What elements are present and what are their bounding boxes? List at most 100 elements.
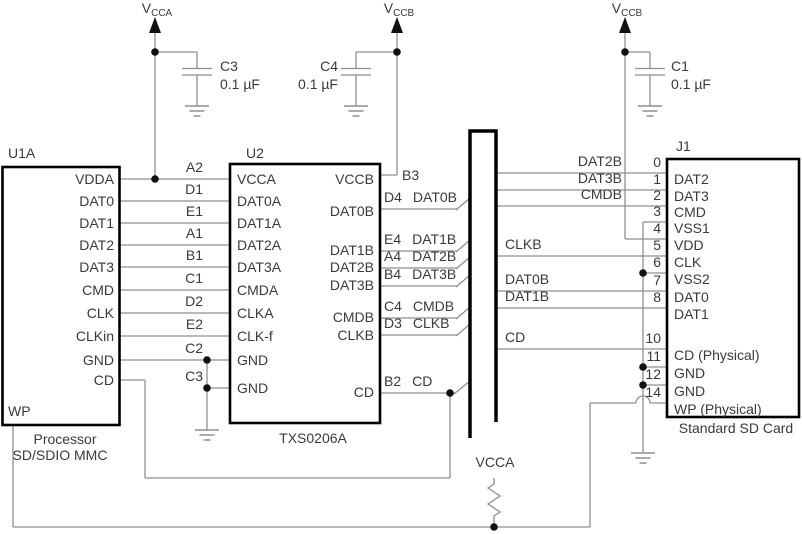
net-label: CLKB	[412, 315, 450, 331]
u2-left-pin-label-GND: GND	[237, 380, 269, 396]
j1-ref: J1	[676, 138, 691, 154]
left-pin-designator-B1: B1	[185, 247, 203, 263]
vccb-mid-arrow	[391, 17, 403, 33]
left-pin-designator-E2: E2	[185, 316, 203, 332]
supply-arrows	[149, 17, 631, 33]
j1-pin-number-6: 6	[653, 254, 661, 270]
sd-connector-bar	[468, 129, 498, 438]
j1-pin-number-4: 4	[653, 220, 661, 236]
u1a-pin-label-DAT3: DAT3	[79, 259, 114, 275]
c3-value: 0.1 µF	[220, 76, 260, 92]
pin-designator: C4	[384, 298, 402, 314]
vcca-supply-label: VCCA	[141, 0, 173, 19]
u2-right-pin-label-VCCB: VCCB	[335, 171, 374, 187]
bus-net-label-DAT3B: DAT3B	[577, 170, 622, 186]
net-label: CMDB	[412, 298, 455, 314]
bar-net-label-CD: CD	[505, 329, 526, 345]
u2-left-pin-label-DAT0A: DAT0A	[237, 193, 282, 209]
j1-pin-number-7: 7	[653, 272, 661, 288]
pin-designator: B2	[384, 373, 402, 389]
u1a-pin-label-VDDA: VDDA	[75, 171, 114, 187]
j1-box	[665, 157, 801, 419]
j1-pin-number-1: 1	[653, 171, 661, 187]
pin-designator: D3	[384, 315, 402, 331]
u1a-pin-label-DAT0: DAT0	[79, 193, 114, 209]
j1-pin-number-11: 11	[646, 348, 661, 364]
u2-right-net-CD: B2 CD	[384, 372, 432, 390]
b3-designator: B3	[402, 167, 420, 183]
u2-right-pin-label-DAT1B: DAT1B	[329, 242, 374, 258]
u2-left-pin-label-DAT1A: DAT1A	[237, 215, 282, 231]
j1-pin-number-10: 10	[645, 330, 661, 346]
j1-pin-label-10: CD (Physical)	[674, 347, 760, 363]
left-pin-designator-D2: D2	[185, 293, 203, 309]
j1-pin-label-14: WP (Physical)	[674, 401, 762, 417]
u2-right-net-DAT0B: D4 DAT0B	[384, 188, 457, 206]
left-pin-designator-C2: C2	[185, 340, 203, 356]
u2-right-net-CLKB: D3 CLKB	[384, 314, 449, 332]
bus-net-label-DAT2B: DAT2B	[577, 153, 622, 169]
pin-designator: E4	[384, 231, 402, 247]
bus-net-label-CMDB: CMDB	[580, 186, 622, 202]
vccb-mid-supply-label: VCCB	[383, 0, 415, 19]
u2-right-pin-label-CMDB: CMDB	[332, 309, 374, 325]
u2-right-net-DAT1B: E4 DAT1B	[384, 230, 456, 248]
u2-left-pin-label-CLK-f: CLK-f	[237, 328, 273, 344]
j1-pin-number-12: 12	[645, 366, 661, 382]
u2-left-pin-label-DAT3A: DAT3A	[237, 259, 282, 275]
u2-left-pin-label-GND: GND	[237, 352, 269, 368]
c1-value: 0.1 µF	[671, 76, 711, 92]
capacitor-symbols	[182, 52, 665, 106]
u1a-pin-label-GND: GND	[82, 352, 114, 368]
j1-pin-number-14: 14	[645, 384, 661, 400]
u2-right-net-CMDB: C4 CMDB	[384, 297, 454, 315]
u2-right-pin-label-CLKB: CLKB	[337, 327, 374, 343]
u2-right-pin-label-CD: CD	[353, 384, 374, 400]
j1-pin-label-2: CMD	[674, 204, 706, 220]
u1a-wp-pin-label: WP	[8, 403, 31, 419]
j1-pin-number-0: 0	[653, 154, 661, 170]
bar-net-label-DAT1B: DAT1B	[505, 288, 550, 304]
j1-pin-label-12: GND	[674, 383, 706, 399]
net-label: DAT1B	[412, 231, 457, 247]
u2-right-pin-label-DAT3B: DAT3B	[329, 277, 374, 293]
pullup-resistor	[486, 478, 502, 527]
j1-pin-label-4: VDD	[674, 237, 704, 253]
c4-value: 0.1 µF	[298, 76, 338, 92]
j1-caption: Standard SD Card	[678, 420, 794, 436]
net-label: DAT0B	[412, 189, 457, 205]
net-label: CD	[412, 373, 433, 389]
junction-dots	[151, 48, 647, 531]
u2-right-pin-label-DAT0B: DAT0B	[329, 203, 374, 219]
vccb-right-supply-label: VCCB	[611, 0, 643, 19]
j1-pin-number-3: 3	[653, 203, 661, 219]
u2-part-number: TXS0206A	[279, 430, 347, 446]
u1a-pin-label-DAT1: DAT1	[79, 215, 114, 231]
left-pin-designator-C1: C1	[185, 270, 203, 286]
left-pin-designator-E1: E1	[185, 203, 203, 219]
u1a-pin-label-CMD: CMD	[82, 282, 114, 298]
j1-pin-label-7: DAT0	[674, 289, 709, 305]
signal-wires	[12, 33, 667, 528]
j1-pin-label-0: DAT2	[674, 171, 709, 187]
u1a-pin-label-DAT2: DAT2	[79, 237, 114, 253]
component-boxes	[1, 129, 801, 438]
u1a-ref: U1A	[8, 145, 36, 161]
u1a-pin-label-CLK: CLK	[86, 305, 114, 321]
c3-ref: C3	[220, 58, 238, 74]
c1-ref: C1	[671, 58, 689, 74]
pullup-net-label: VCCA	[475, 454, 515, 470]
u2-left-pin-label-VCCA: VCCA	[237, 171, 276, 187]
pin-designator: D4	[384, 189, 402, 205]
net-label: DAT2B	[412, 248, 457, 264]
u2-left-pin-label-CLKA: CLKA	[237, 305, 274, 321]
u2-ref: U2	[246, 145, 264, 161]
left-pin-designator-A2: A2	[185, 159, 203, 175]
u2-left-pin-label-DAT2A: DAT2A	[237, 237, 282, 253]
left-pin-designator-C3: C3	[185, 368, 203, 384]
j1-pin-label-8: DAT1	[674, 306, 709, 322]
j1-pin-label-5: CLK	[674, 254, 702, 270]
pin-designator: B4	[384, 266, 402, 282]
